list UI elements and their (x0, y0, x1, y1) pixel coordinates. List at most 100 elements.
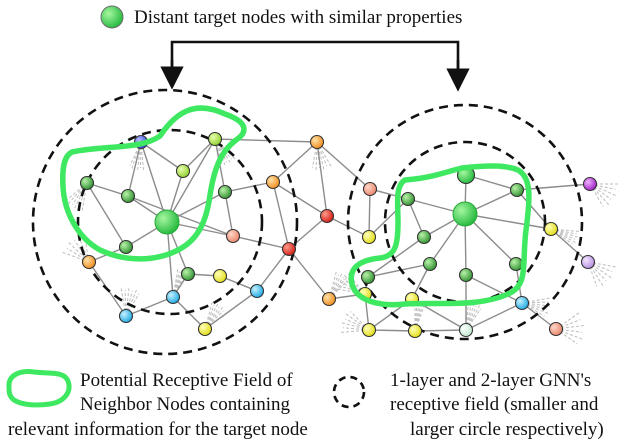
faint-edge (587, 261, 598, 287)
graph-node (225, 228, 241, 244)
graph-node (265, 174, 281, 190)
faint-edge (587, 261, 613, 273)
graph-edge (368, 329, 416, 332)
graph-node (514, 295, 530, 311)
graph-node (118, 308, 134, 324)
graph-node (321, 291, 337, 307)
graph-node (165, 289, 181, 305)
faint-edge (414, 305, 421, 332)
graph-node (458, 267, 474, 283)
field-legend-line-1: Potential Receptive Field of (80, 370, 293, 391)
graph-node (422, 256, 438, 272)
graph-node (582, 176, 598, 192)
graph-node (197, 321, 213, 337)
faint-edge (172, 271, 180, 298)
faint-edge (172, 272, 184, 298)
faint-edge (129, 141, 142, 166)
receptive-legend-line-3: larger circle respectively) (410, 419, 604, 440)
right-potential-field-blob (348, 163, 532, 308)
graph-edge (316, 141, 371, 190)
graph-edge (368, 198, 409, 238)
faint-edge (555, 328, 582, 333)
faint-edge (587, 261, 607, 282)
left-inner-receptive-circle (76, 128, 264, 316)
graph-node (249, 283, 265, 299)
faint-edge (550, 228, 576, 240)
faint-edge (414, 305, 418, 332)
left-outer-receptive-circle (31, 88, 299, 356)
faint-edge (555, 319, 581, 330)
graph-edge (127, 141, 142, 197)
target-legend-label: Distant target nodes with similar proper… (134, 7, 462, 28)
graph-node (508, 256, 524, 272)
faint-edge (214, 138, 228, 163)
graph-edge (166, 138, 216, 223)
faint-edge (316, 141, 328, 167)
left-potential-field-blob (60, 105, 247, 262)
graph-node (543, 221, 559, 237)
graph-node (360, 269, 376, 285)
graph-edge (125, 296, 174, 317)
graph-edge (465, 274, 523, 304)
graph-node (458, 322, 474, 338)
graph-node (416, 229, 432, 245)
target-node (452, 201, 478, 227)
receptive-legend-line-1: 1-layer and 2-layer GNN's (390, 370, 591, 391)
faint-edge (204, 306, 220, 330)
graph-node (400, 191, 416, 207)
graph-edge (464, 213, 552, 230)
graph-node (548, 321, 564, 337)
graph-edge (367, 263, 431, 278)
faint-edge (124, 289, 127, 317)
graph-edge (204, 290, 258, 330)
faint-edge (589, 183, 604, 207)
faint-edge (204, 310, 224, 330)
field-legend-line-2: Neighbor Nodes containing (80, 394, 291, 415)
graph-edge (86, 182, 129, 197)
graph-node (207, 131, 223, 147)
faint-edge (204, 304, 215, 330)
faint-edge (72, 182, 88, 205)
target-legend: Distant target nodes with similar proper… (100, 5, 462, 29)
target-legend-swatch (100, 5, 124, 29)
faint-edge (66, 247, 90, 263)
graph-edge (367, 236, 425, 278)
graph-node (361, 322, 377, 338)
graph-edge (521, 302, 557, 330)
faint-edge (214, 138, 232, 160)
target-node (154, 209, 180, 235)
graph-edge (272, 141, 318, 183)
graph (31, 88, 620, 356)
graph-edge (224, 181, 274, 193)
faint-edge (465, 308, 482, 331)
graph-node (509, 182, 525, 198)
graph-node (319, 208, 335, 224)
faint-edge (414, 306, 425, 332)
graph-edge (550, 228, 589, 263)
faint-edge (521, 302, 545, 317)
faint-edge (66, 182, 88, 201)
graph-node (118, 239, 134, 255)
faint-edge (550, 228, 573, 245)
graph-edge (214, 138, 318, 143)
faint-edge (589, 183, 612, 200)
graph-node (580, 254, 596, 270)
graph-edge (86, 182, 127, 248)
faint-edge (350, 311, 370, 331)
right-outer-receptive-circle (346, 103, 584, 341)
graph-node (120, 188, 136, 204)
faint-edge (140, 141, 142, 169)
faint-edge (343, 279, 366, 295)
faint-edge (343, 327, 370, 331)
faint-edge (465, 304, 472, 331)
graph-node (407, 323, 423, 339)
graph-nodes (79, 131, 598, 339)
graph-edge (316, 141, 328, 217)
receptive-circle-legend: 1-layer and 2-layer GNN's receptive fiel… (332, 370, 604, 440)
faint-edge (74, 240, 90, 263)
dashed-circle-legend-icon (332, 375, 366, 409)
graph-node (362, 181, 378, 197)
arrow-connector (170, 40, 460, 72)
graph-node (361, 229, 377, 245)
